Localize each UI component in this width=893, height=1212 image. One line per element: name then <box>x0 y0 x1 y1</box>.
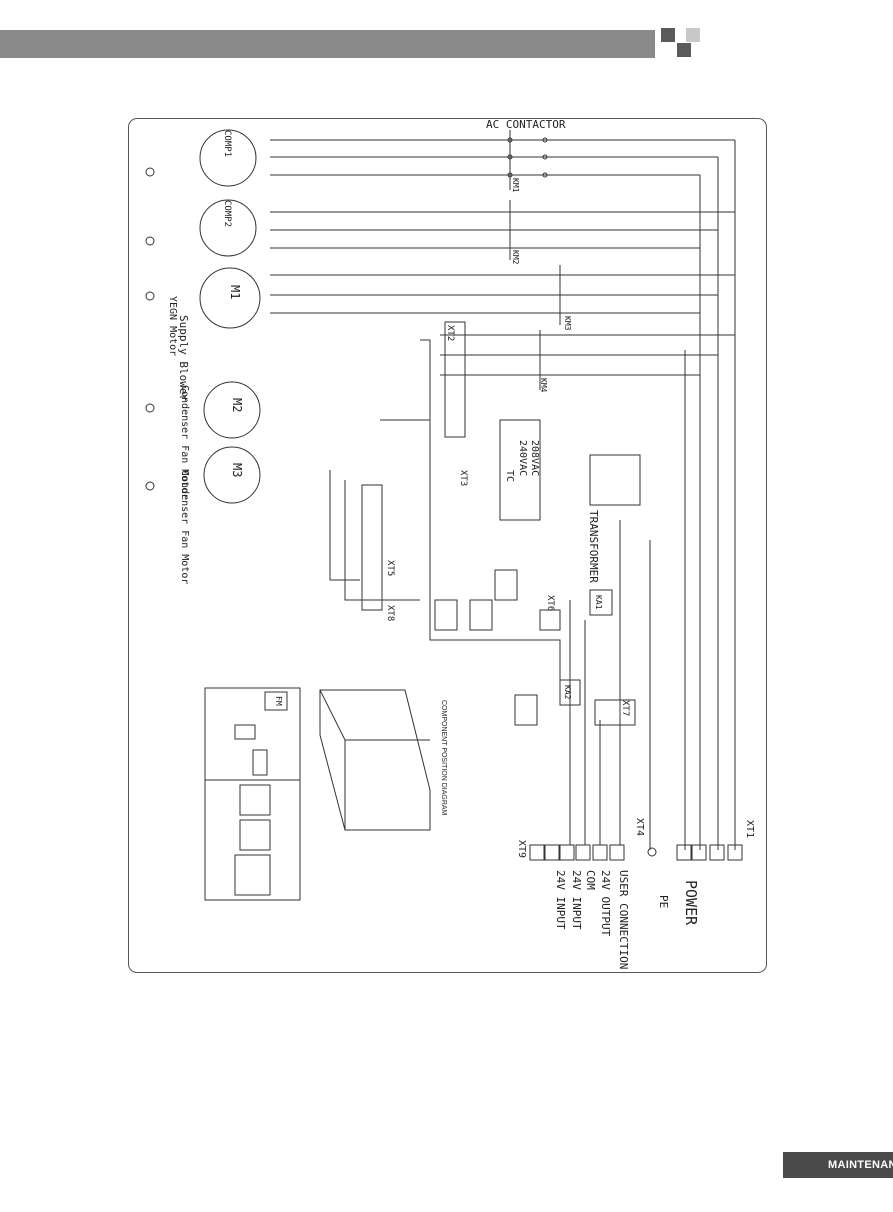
km1-label: KM1 <box>511 178 520 193</box>
power-title: POWER <box>682 880 700 926</box>
electric-board-layout <box>204 687 301 901</box>
xt4-terminal-block <box>529 844 625 861</box>
xt8-label: XT8 <box>385 605 395 622</box>
middle-terminal-strips <box>361 321 641 611</box>
contactor-switches <box>507 130 561 390</box>
control-wiring <box>329 339 651 850</box>
xt1-label: XT1 <box>744 820 755 839</box>
contactor-title: AC CONTACTOR <box>486 118 566 131</box>
input-24v-label-2: 24V INPUT <box>554 870 567 930</box>
section-label: MAINTENANCE <box>828 1159 893 1171</box>
v208-label: 208VAC <box>529 440 540 477</box>
comp1-motor-icon <box>199 129 257 187</box>
header-square-dark-lower <box>677 43 691 57</box>
xt1-terminal-block <box>676 844 743 861</box>
position-diagram-title: COMPONENT POSITION DIAGRAM <box>440 700 447 816</box>
position-diagram <box>319 689 431 831</box>
pe-label: PE <box>657 895 670 909</box>
km3-label: KM3 <box>563 316 572 331</box>
motor-circles <box>199 129 261 504</box>
m2-motor-icon <box>203 381 261 439</box>
header-square-dark <box>661 28 675 42</box>
m3-label: M3 <box>230 463 244 478</box>
fm-label: FM <box>274 696 283 706</box>
header-bar <box>0 30 655 58</box>
transformer-label: TRANSFORMER <box>587 510 600 583</box>
comp1-label: COMP1 <box>222 130 232 158</box>
comp2-label: COMP2 <box>222 200 232 228</box>
xt2-label: XT2 <box>445 325 455 342</box>
xt9-label: XT9 <box>516 840 527 859</box>
supply-blower-motor-label: YEGN Motor <box>167 296 178 357</box>
user-connection-title: USER CONNECTION <box>617 870 630 970</box>
com-label: COM <box>584 870 597 890</box>
condenser-fan-motor-2-label: Condenser Fan Motor <box>179 470 190 585</box>
km4-label: KM4 <box>539 378 548 393</box>
m1-label: M1 <box>228 285 242 300</box>
ka1-label: KA1 <box>594 595 603 610</box>
xt5-label: XT5 <box>385 560 395 577</box>
m3-motor-icon <box>203 446 261 504</box>
xt7-label: XT7 <box>620 700 630 717</box>
m1-motor-icon <box>199 267 261 329</box>
ka2-label: KA2 <box>563 685 572 700</box>
power-lines <box>270 139 736 850</box>
input-24v-label: 24V INPUT <box>570 870 583 930</box>
footer-bar <box>783 1152 893 1178</box>
ground-symbols <box>145 167 657 857</box>
header-square-light <box>686 28 700 42</box>
comp2-motor-icon <box>199 199 257 257</box>
output-24v-label: 24V OUTPUT <box>599 870 612 937</box>
xt6-label: XT6 <box>545 595 555 612</box>
m2-label: M2 <box>230 398 244 413</box>
wiring-diagram-frame <box>128 118 767 973</box>
tc-label: TC <box>504 470 515 483</box>
km2-label: KM2 <box>511 250 520 265</box>
v240-label: 240VAC <box>517 440 528 477</box>
xt3-label: XT3 <box>458 470 468 487</box>
xt4-label: XT4 <box>634 818 645 837</box>
